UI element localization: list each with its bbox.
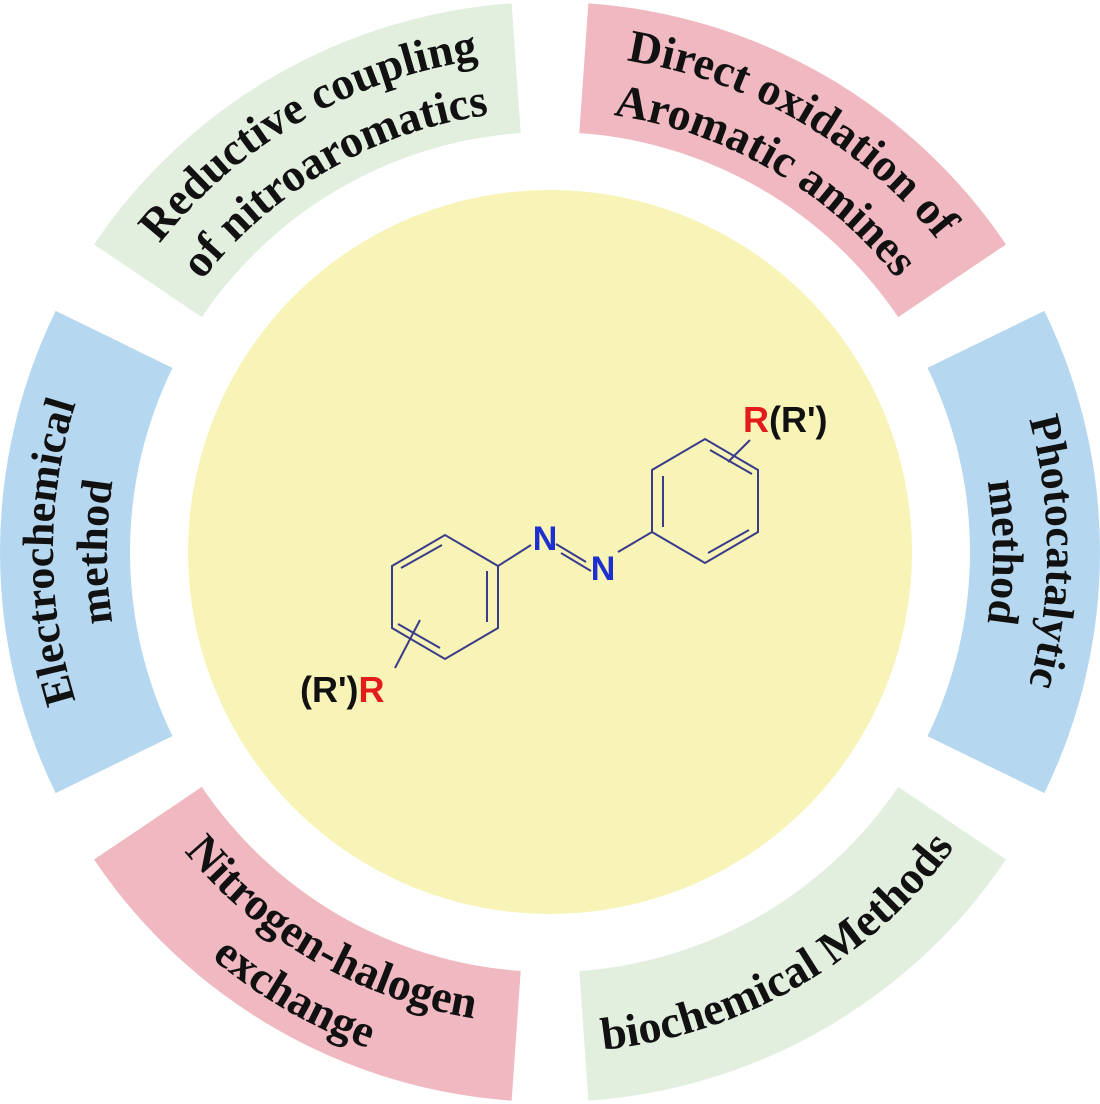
right-benzene-ring bbox=[651, 437, 759, 565]
azo-double-bond-a bbox=[555, 543, 587, 563]
segment-nitrogen-halogen bbox=[94, 786, 521, 1101]
bond-ring-to-n-left bbox=[497, 544, 532, 567]
right-substituent-bond bbox=[727, 439, 751, 463]
substituent-label-right: R(R') bbox=[743, 399, 828, 440]
left-ring-inner-bond-2 bbox=[397, 623, 441, 649]
substituent-label-left: (R')R bbox=[300, 669, 385, 710]
right-ring-inner-bond-3 bbox=[707, 529, 750, 554]
segment-biochemical bbox=[579, 786, 1006, 1101]
bond-n-right-to-ring bbox=[617, 531, 653, 553]
segment-direct-oxidation bbox=[579, 3, 1006, 318]
segment-reductive-coupling bbox=[94, 3, 521, 318]
left-benzene-ring bbox=[391, 533, 499, 661]
substituent-r-prime-left: (R') bbox=[300, 669, 359, 710]
nitrogen-label-left: N bbox=[533, 520, 558, 558]
center-disc bbox=[188, 190, 912, 914]
left-ring-inner-bond-3 bbox=[400, 544, 443, 569]
segment-electrochemical bbox=[0, 310, 173, 794]
nitrogen-label-right: N bbox=[591, 550, 616, 588]
azo-double-bond-b bbox=[560, 552, 592, 572]
substituent-r-prime-right: (R') bbox=[769, 399, 828, 440]
segment-photocatalytic bbox=[927, 310, 1100, 794]
substituent-r-right: R bbox=[743, 399, 769, 440]
left-substituent-bond bbox=[394, 619, 421, 669]
substituent-r-left: R bbox=[359, 669, 385, 710]
azobenzene-structure: N N R(R') (R')R bbox=[300, 399, 828, 710]
right-ring-inner-bond-2 bbox=[709, 449, 753, 475]
